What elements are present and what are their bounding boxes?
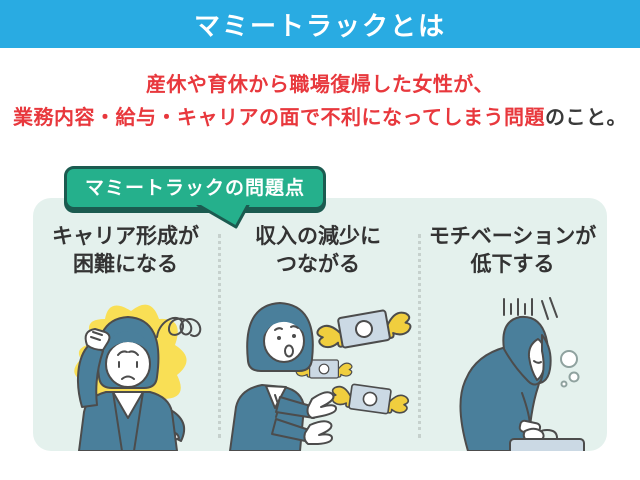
confused-woman-scratching-head-icon [74,304,202,451]
problem-title: モチベーションが 低下する [428,224,597,276]
problems-badge: マミートラックの問題点 [64,166,327,210]
page-title: マミートラックとは [193,11,446,42]
problems-panel: キャリア形成が 困難になる [33,198,607,451]
problem-column-income: 収入の減少に つながる [218,198,418,451]
problem-title: 収入の減少に つながる [255,224,381,276]
badge-speech-tail [196,205,250,229]
problem-title: キャリア形成が 困難になる [52,224,199,276]
column-divider [218,234,221,438]
definition-text: 産休や育休から職場復帰した女性が、 業務内容・給与・キャリアの面で不利になってし… [0,68,640,134]
definition-line-1: 産休や育休から職場復帰した女性が、 [145,72,495,96]
problems-badge-label: マミートラックの問題点 [85,177,306,199]
dejected-woman-with-briefcase-icon [459,297,585,451]
column-divider [418,234,421,438]
problem-column-motivation: モチベーションが 低下する [418,198,607,451]
problem-column-career: キャリア形成が 困難になる [33,198,218,451]
surprised-woman-money-flying-away-icon [229,302,414,451]
header-band: マミートラックとは [0,0,640,48]
definition-line-2: 業務内容・給与・キャリアの面で不利になってしまう問題のこと。 [13,105,627,129]
